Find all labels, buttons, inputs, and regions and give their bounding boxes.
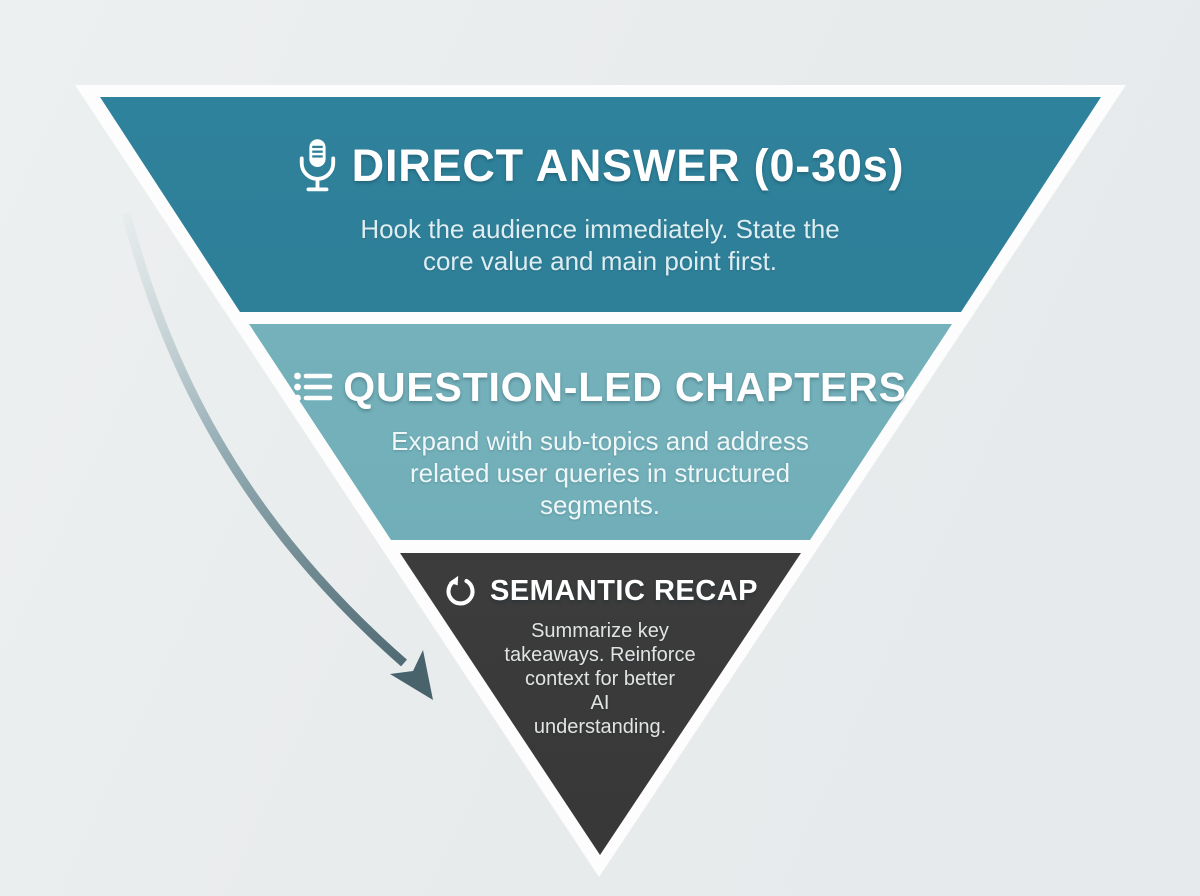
list-icon [294,372,333,402]
tier-description: Hook the audience immediately. State the… [360,214,840,276]
tier-description: Summarize key takeaways. Reinforce conte… [504,620,696,738]
tier-title: SEMANTIC RECAP [489,574,758,607]
refresh-icon [446,575,475,606]
tier-title: DIRECT ANSWER (0-30s) [351,140,905,191]
tier-content-semantic-recap: SEMANTIC RECAP Summarize key takeaways. … [0,568,1200,739]
microphone-icon [299,139,335,192]
tier-content-direct-answer: DIRECT ANSWER (0-30s) Hook the audience … [0,136,1200,277]
tier-description: Expand with sub-topics and address relat… [391,426,809,520]
tier-title: QUESTION-LED CHAPTERS [343,363,907,410]
tier-content-question-led-chapters: QUESTION-LED CHAPTERS Expand with sub-to… [0,359,1200,521]
